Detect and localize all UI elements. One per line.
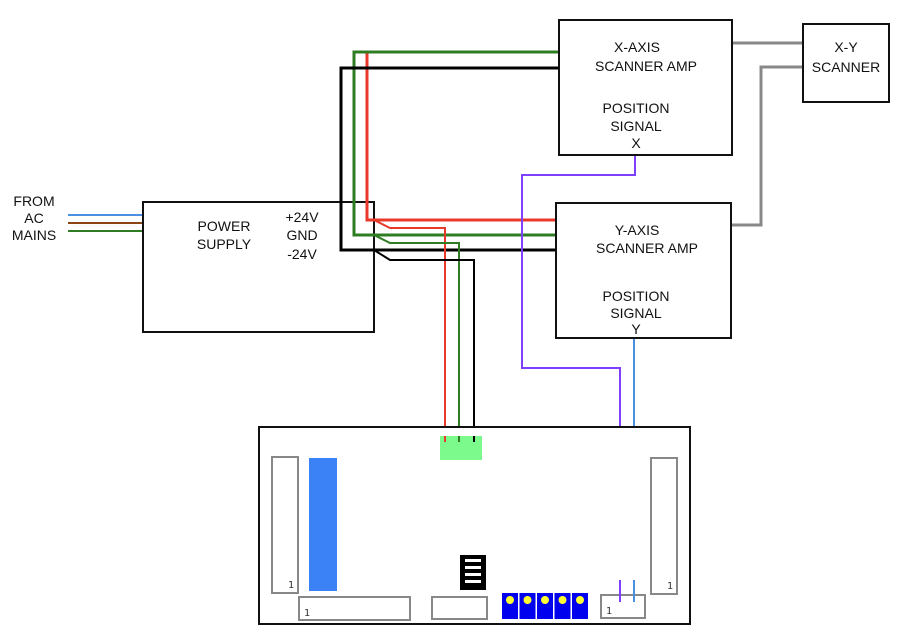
power-supply-title-1: POWER: [198, 218, 251, 234]
wire-plus24v-board: [373, 219, 446, 440]
y-amp-signal-2: SIGNAL: [610, 305, 662, 321]
wire-ground-loop: [353, 52, 559, 235]
bottom-left-header-pin1: 1: [304, 608, 310, 619]
y-amp-signal-3: Y: [631, 321, 641, 337]
dip-switch: [519, 593, 536, 619]
output-plus24v: +24V: [285, 209, 319, 225]
left-vertical-header: [271, 456, 299, 594]
x-amp-title-2: SCANNER AMP: [595, 58, 697, 74]
dip-switch: [554, 593, 571, 619]
blue-chip: [309, 458, 337, 591]
bottom-left-header: [298, 596, 411, 621]
output-gnd: GND: [286, 227, 317, 243]
mains-label-2: AC: [24, 210, 43, 226]
dip-switch: [537, 593, 553, 619]
mains-label-3: MAINS: [12, 227, 56, 243]
x-amp-title-1: X-AXIS: [614, 39, 660, 55]
dip-switch-dot: [523, 596, 532, 604]
y-amp-title-2: SCANNER AMP: [596, 240, 698, 256]
x-amp-signal-3: X: [631, 135, 641, 151]
x-axis-amp-box: [558, 19, 733, 156]
dip-switch-dot: [541, 596, 549, 604]
dip-switch-bank: [502, 593, 588, 619]
mains-wires: [68, 214, 152, 232]
power-connector: [440, 436, 482, 460]
wire-minus24v-to-amps: [339, 66, 559, 252]
left-header-pin1: 1: [288, 580, 294, 591]
wire-position-x: [521, 155, 636, 602]
wire-gnd-to-amps: [352, 50, 559, 237]
wire-plus24v-x-amp: [365, 50, 559, 222]
right-header-pin1: 1: [667, 581, 673, 592]
dip-switch-dot: [506, 596, 514, 604]
scanner-title-1: X-Y: [834, 39, 858, 55]
y-amp-title-1: Y-AXIS: [615, 222, 660, 238]
ribbon-connector-icon: [460, 555, 486, 590]
signal-header-pin1: 1: [606, 606, 612, 617]
x-amp-signal-2: SIGNAL: [610, 118, 662, 134]
y-axis-amp-box: [555, 202, 732, 339]
xy-scanner-box: [802, 23, 890, 103]
wire-y-amp-scanner: [731, 65, 803, 227]
power-supply-title-2: SUPPLY: [197, 236, 252, 252]
scanner-title-2: SCANNER: [812, 59, 880, 75]
dip-switch-dot: [558, 596, 567, 604]
wire-gnd-board: [373, 234, 460, 440]
right-vertical-header: [650, 457, 678, 595]
bottom-mid-header: [431, 596, 488, 620]
dip-switch: [572, 593, 588, 619]
dip-switch: [502, 593, 518, 619]
dip-switch-dot: [576, 596, 584, 604]
y-amp-signal-1: POSITION: [603, 288, 670, 304]
output-minus24v: -24V: [287, 246, 317, 262]
mains-label-1: FROM: [13, 193, 54, 209]
x-amp-signal-1: POSITION: [603, 100, 670, 116]
power-supply-box: [142, 201, 375, 333]
wire-minus24v-board: [373, 249, 475, 440]
